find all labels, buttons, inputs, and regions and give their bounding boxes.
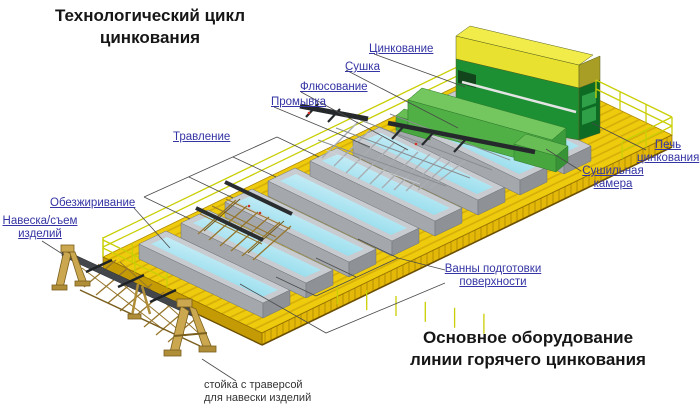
bath-1 [138, 230, 291, 319]
label-loading[interactable]: Навеска/съем изделий [2, 215, 78, 240]
leader-lines [41, 53, 647, 382]
hook-mark [307, 111, 311, 115]
label-prep-baths[interactable]: Ванны подготовки поверхности [444, 263, 542, 288]
hook-mark [414, 142, 418, 146]
bath-3 [224, 188, 377, 278]
label-rinsing[interactable]: Промывка [271, 96, 327, 108]
dipped-trusses-gray [317, 113, 511, 192]
drying-chamber-box [395, 87, 569, 173]
label-pickling[interactable]: Травление [173, 131, 231, 143]
stand-caption: стойка с траверсой для навески изделий [204, 379, 312, 404]
label-fluxing[interactable]: Флюсование [300, 81, 368, 93]
leader-loading [41, 240, 65, 256]
platform-railing-right [595, 79, 673, 159]
traverse-bars-left [195, 180, 293, 242]
label-galvanizing[interactable]: Цинкование [369, 43, 434, 55]
leader-stand [201, 358, 237, 382]
leader-drying [345, 69, 459, 129]
leader-rinsing [273, 106, 371, 148]
leader-degreasing [133, 207, 171, 249]
hook-mark [258, 211, 262, 215]
stand-a-frame-left [51, 244, 91, 291]
leader-furnace [591, 122, 647, 151]
leader-drying-chamber [545, 148, 582, 172]
stand-mid-support [127, 283, 152, 320]
label-drying[interactable]: Сушка [345, 61, 380, 73]
hanging-stand [51, 244, 217, 357]
bath-2 [180, 209, 334, 299]
leader-galvanizing [373, 53, 466, 88]
bath-4 [267, 167, 420, 257]
label-furnace[interactable]: Печь цинкования [637, 139, 700, 164]
leader-pickling [143, 136, 320, 220]
label-drying-chamber[interactable]: Сушильная камера [582, 165, 644, 190]
leader-prep-baths [239, 238, 446, 334]
leader-fluxing [300, 91, 409, 151]
stand-a-frame-right [163, 298, 217, 357]
hook-mark [247, 204, 251, 208]
traverse-bars-right [299, 103, 536, 155]
diagram-title: Технологический цикл цинкования [54, 6, 246, 47]
equipment-title: Основное оборудование линии горячего цин… [410, 328, 646, 369]
label-degreasing[interactable]: Обезжиривание [50, 197, 136, 209]
beam-crossbars [85, 258, 177, 304]
